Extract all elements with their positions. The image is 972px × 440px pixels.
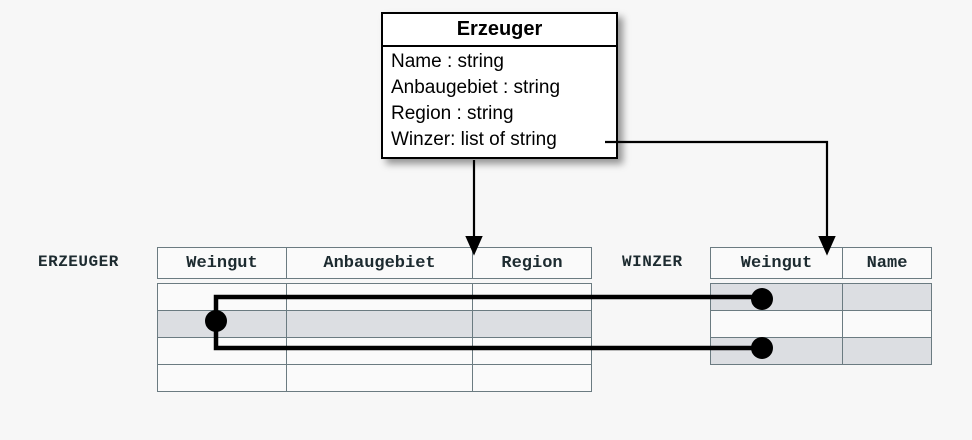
- table-header-winzer: Weingut Name: [710, 247, 932, 279]
- table-cell[interactable]: [157, 283, 287, 311]
- column-header-weingut: Weingut: [157, 247, 287, 279]
- column-header-weingut: Weingut: [710, 247, 843, 279]
- table-header-row: Weingut Name: [710, 247, 932, 279]
- table-cell[interactable]: [157, 337, 287, 365]
- table-cell[interactable]: [710, 283, 843, 311]
- table-cell[interactable]: [472, 310, 592, 338]
- table-cell[interactable]: [710, 337, 843, 365]
- table-row[interactable]: [157, 283, 592, 311]
- table-cell[interactable]: [286, 310, 473, 338]
- table-cell[interactable]: [472, 337, 592, 365]
- table-body-erzeuger: [157, 283, 592, 392]
- table-cell[interactable]: [842, 310, 932, 338]
- table-row[interactable]: [710, 283, 932, 311]
- uml-attribute-list: Name : string Anbaugebiet : string Regio…: [383, 47, 616, 157]
- table-label-winzer: WINZER: [622, 253, 683, 271]
- table-header-row: Weingut Anbaugebiet Region: [157, 247, 592, 279]
- table-body-winzer: [710, 283, 932, 365]
- uml-attribute-winzer: Winzer: list of string: [391, 129, 557, 150]
- table-cell[interactable]: [472, 283, 592, 311]
- table-cell[interactable]: [286, 283, 473, 311]
- uml-attribute-region: Region : string: [391, 103, 514, 124]
- table-cell[interactable]: [157, 364, 287, 392]
- uml-class-name: Erzeuger: [383, 14, 616, 47]
- table-row[interactable]: [710, 337, 932, 365]
- table-cell[interactable]: [157, 310, 287, 338]
- table-row[interactable]: [157, 364, 592, 392]
- table-cell[interactable]: [842, 283, 932, 311]
- table-cell[interactable]: [472, 364, 592, 392]
- table-row[interactable]: [710, 310, 932, 338]
- table-cell[interactable]: [286, 364, 473, 392]
- table-label-erzeuger: ERZEUGER: [38, 253, 119, 271]
- uml-attribute-anbaugebiet: Anbaugebiet : string: [391, 77, 561, 98]
- table-cell[interactable]: [842, 337, 932, 365]
- table-row[interactable]: [157, 310, 592, 338]
- uml-attribute-name: Name : string: [391, 51, 504, 72]
- mapping-arrow-winzer: [605, 140, 836, 256]
- uml-class-box-erzeuger: Erzeuger Name : string Anbaugebiet : str…: [381, 12, 618, 159]
- table-row[interactable]: [157, 337, 592, 365]
- column-header-anbaugebiet: Anbaugebiet: [286, 247, 473, 279]
- table-cell[interactable]: [286, 337, 473, 365]
- table-cell[interactable]: [710, 310, 843, 338]
- column-header-region: Region: [472, 247, 592, 279]
- table-header-erzeuger: Weingut Anbaugebiet Region: [157, 247, 592, 279]
- column-header-name: Name: [842, 247, 932, 279]
